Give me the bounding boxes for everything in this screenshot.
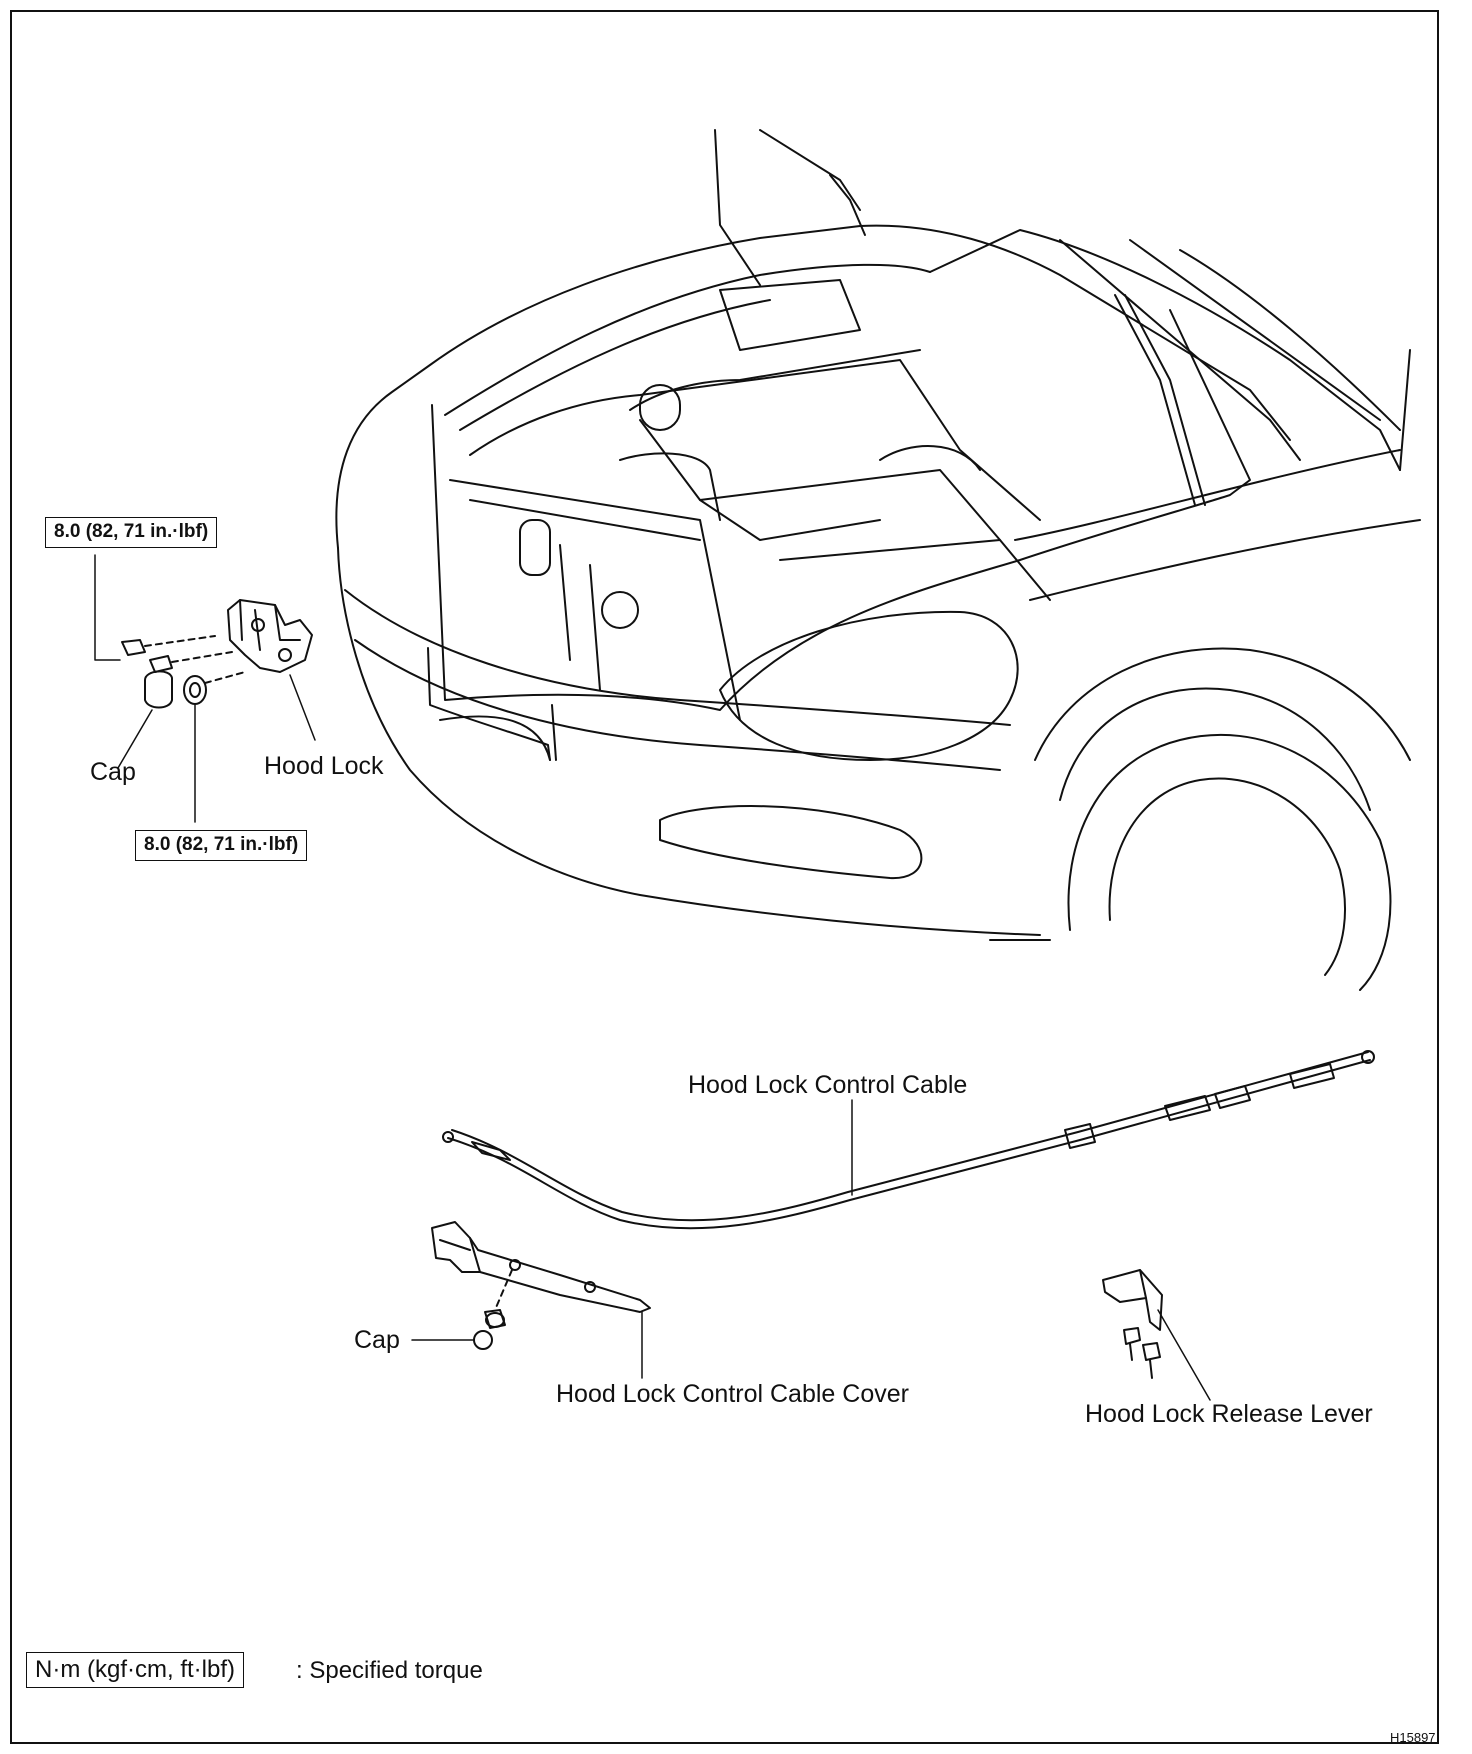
label-cap-top: Cap (90, 758, 136, 786)
car-front-illustration (335, 129, 1421, 991)
leader-lines-top (94, 554, 316, 823)
label-hood-lock-control-cable-cover: Hood Lock Control Cable Cover (556, 1380, 909, 1408)
hood-lock-part (227, 599, 313, 673)
hood-lock-release-lever (1102, 1269, 1211, 1401)
legend-description: : Specified torque (296, 1657, 483, 1684)
label-hood-lock-release-lever: Hood Lock Release Lever (1085, 1400, 1373, 1428)
figure-code: H15897 (1390, 1730, 1436, 1745)
torque-spec-top: 8.0 (82, 71 in.·lbf) (45, 517, 218, 548)
diagram-frame (10, 10, 1439, 1744)
hood-lock-bolts (121, 635, 233, 673)
label-hood-lock: Hood Lock (264, 752, 384, 780)
label-cap-bottom: Cap (354, 1326, 400, 1354)
hood-lock-control-cable-cover (431, 1221, 651, 1379)
legend-unit-box: N·m (kgf·cm, ft·lbf) (26, 1652, 244, 1689)
label-hood-lock-control-cable: Hood Lock Control Cable (688, 1071, 968, 1099)
torque-spec-bottom: 8.0 (82, 71 in.·lbf) (135, 830, 308, 861)
cap-part-bottom (411, 1309, 506, 1350)
cap-part-top (144, 670, 246, 709)
hood-lock-control-cable (442, 1050, 1375, 1230)
